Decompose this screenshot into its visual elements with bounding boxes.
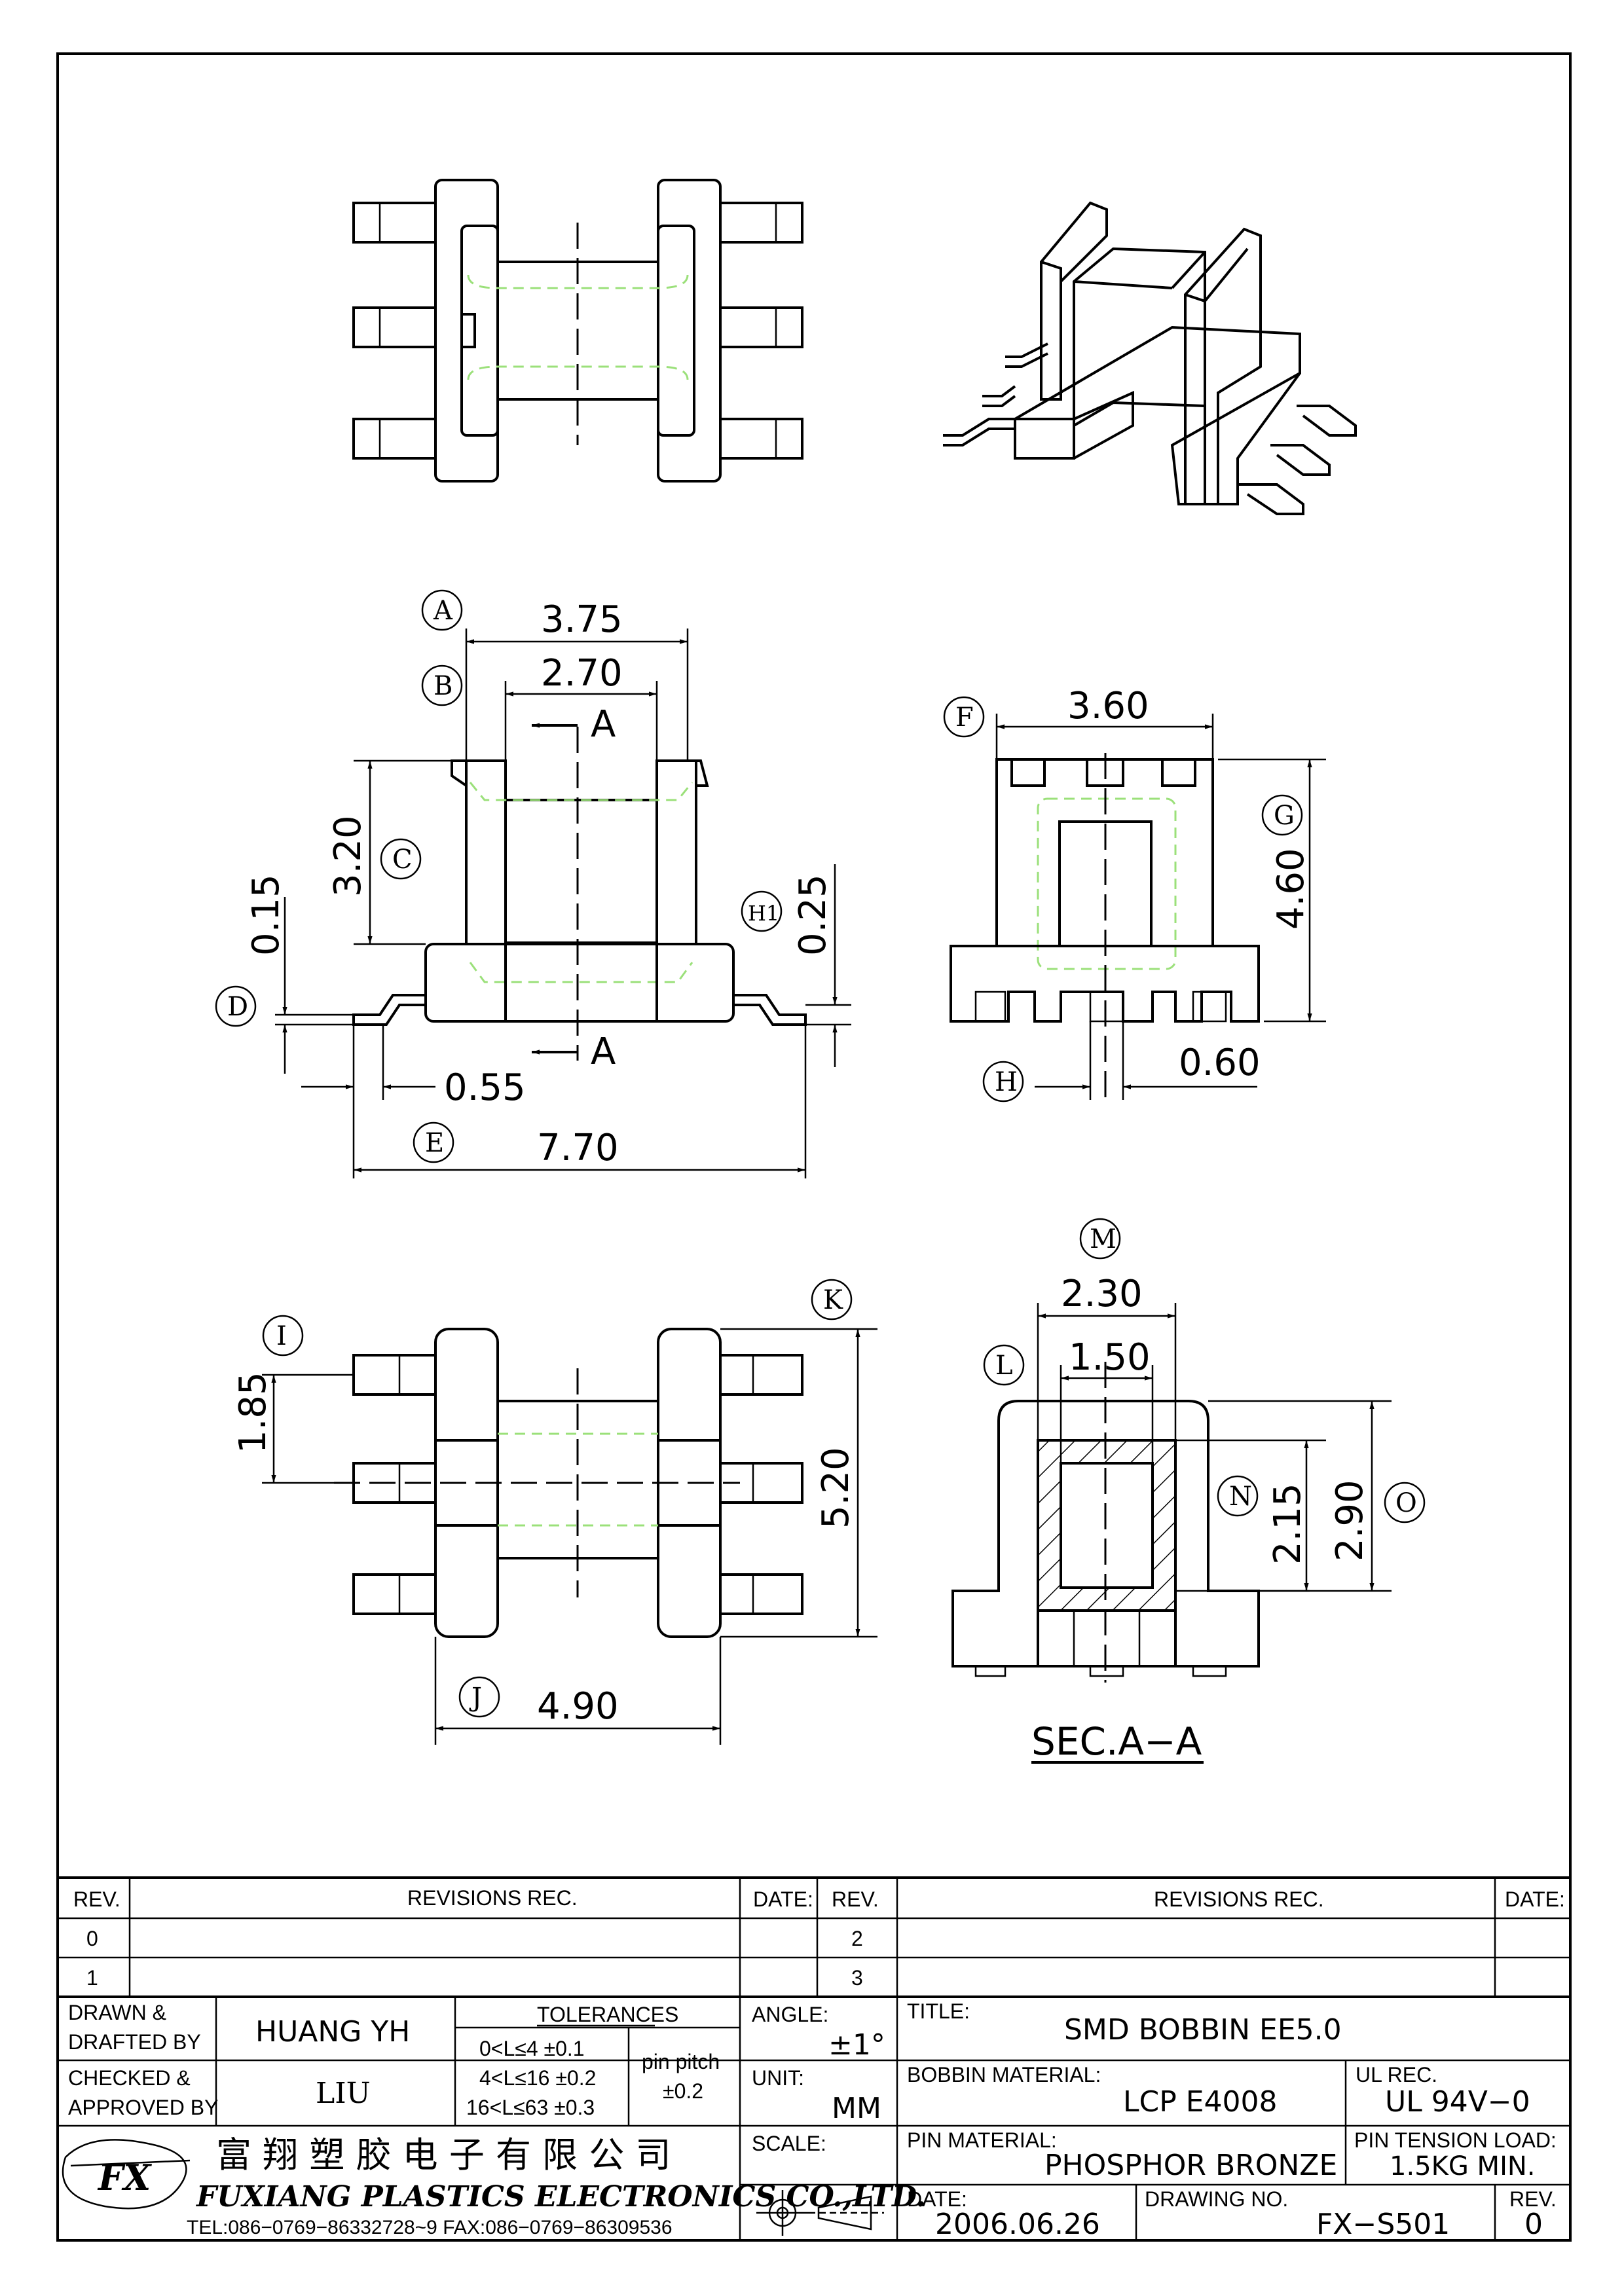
dim-d: 0.15 [245,874,287,956]
bobbin-material-value: LCP E4008 [1123,2085,1278,2119]
dim-f: 3.60 [1067,685,1149,727]
pin-pitch-value: ±0.2 [663,2079,703,2103]
title-label: TITLE: [907,1999,970,2023]
rev-header-left: REV. [73,1887,120,1911]
callout-a: A [433,596,453,626]
company-logo: FX [62,2139,191,2210]
callout-g: G [1274,801,1295,831]
scale-label: SCALE: [752,2132,826,2155]
rev-value: 0 [1524,2208,1543,2241]
callout-b: B [434,671,452,701]
callout-k: K [823,1285,843,1315]
date-header-left: DATE: [753,1887,813,1911]
rev-row-0: 0 [86,1927,98,1950]
tolerance-1: 0<L≤4 ±0.1 [479,2037,585,2060]
dim-n: 2.15 [1266,1483,1309,1565]
dim-l: 1.50 [1069,1336,1151,1379]
dim-c: 3.20 [327,815,369,897]
callout-n: N [1229,1482,1252,1512]
company-name-cn: 富 翔 塑 胶 电 子 有 限 公 司 [216,2134,671,2176]
drawn-label-2: DRAFTED BY [68,2030,201,2054]
date-label: DATE: [907,2187,967,2211]
revisions-header-left: REVISIONS REC. [407,1886,578,1910]
dim-b: 2.70 [541,652,623,695]
side-view: 3.60 F 4.60 G 0.60 H [943,685,1326,1102]
callout-i: I [276,1321,287,1351]
bobbin-material-label: BOBBIN MATERIAL: [907,2063,1101,2086]
isometric-view [943,201,1357,515]
dim-a: 3.75 [541,598,623,641]
drawn-label-1: DRAWN & [68,2001,166,2024]
rev-row-3: 3 [851,1966,863,1990]
projection-symbol [756,2190,884,2236]
pin-tension-label: PIN TENSION LOAD: [1354,2128,1557,2152]
dim-h: 0.60 [1179,1042,1261,1084]
unit-label: UNIT: [752,2066,804,2090]
bottom-view: 1.85 I 5.20 K 4.90 J [232,1279,877,1745]
unit-value: MM [832,2092,881,2125]
dim-g: 4.60 [1270,848,1312,930]
top-view [352,179,803,483]
callout-c: C [392,845,413,875]
title-block: REV. REVISIONS REC. DATE: REV. REVISIONS… [58,1876,1570,2241]
callout-d: D [227,992,248,1022]
callout-j: J [469,1683,482,1713]
dim-o: 2.90 [1329,1480,1371,1561]
callout-h1: H1 [748,901,779,926]
front-view: A A 3.75 A 2.70 B 3.20 C 0.15 D [215,589,851,1178]
title-value: SMD BOBBIN EE5.0 [1064,2013,1342,2047]
angle-value: ±1° [828,2028,885,2062]
ul-rec-label: UL REC. [1356,2063,1437,2086]
drawn-value: HUANG YH [255,2015,410,2049]
company-contact: TEL:086−0769−86332728~9 FAX:086−0769−863… [187,2217,673,2238]
checked-label-2: APPROVED BY [68,2096,218,2119]
pin-tension-value: 1.5KG MIN. [1390,2151,1536,2181]
rev-row-2: 2 [851,1927,863,1950]
dim-e: 7.70 [537,1127,619,1169]
section-marker-bottom: A [591,1030,616,1073]
dim-j: 4.90 [537,1685,619,1728]
callout-l: L [995,1351,1013,1381]
checked-value: LIU [316,2077,371,2110]
dim-h1: 0.25 [792,874,834,956]
callout-h: H [995,1067,1018,1097]
callout-e: E [425,1128,444,1158]
drawing-no-value: FX−S501 [1316,2208,1450,2241]
callout-o: O [1395,1488,1417,1518]
angle-label: ANGLE: [752,2003,828,2026]
tolerance-2: 4<L≤16 ±0.2 [479,2066,596,2090]
svg-text:FX: FX [97,2157,152,2198]
rev-header-right: REV. [832,1887,879,1911]
drawing-no-label: DRAWING NO. [1145,2187,1288,2211]
callout-m: M [1090,1224,1116,1254]
section-view: 2.30 M 1.50 L 2.15 N 2.90 O SEC.A−A [951,1218,1426,1764]
dim-e-small: 0.55 [444,1066,526,1109]
callout-f: F [955,702,974,733]
rev-row-1: 1 [86,1966,98,1990]
company-name-en: FUXIANG PLASTICS ELECTRONICS CO.,LTD. [195,2180,926,2214]
section-label: SEC.A−A [1031,1719,1202,1764]
pin-pitch-label: pin pitch [642,2050,720,2073]
pin-material-value: PHOSPHOR BRONZE [1044,2149,1337,2182]
dim-m: 2.30 [1061,1273,1143,1315]
rev-label: REV. [1509,2187,1557,2211]
revisions-header-right: REVISIONS REC. [1154,1887,1324,1911]
pin-material-label: PIN MATERIAL: [907,2128,1057,2152]
dim-i: 1.85 [232,1372,274,1453]
ul-rec-value: UL 94V−0 [1385,2085,1530,2119]
date-value: 2006.06.26 [935,2208,1100,2241]
tolerances-header: TOLERANCES [537,2003,678,2026]
checked-label-1: CHECKED & [68,2066,191,2090]
sheet-border [56,52,1572,2242]
section-marker-top: A [591,703,616,746]
date-header-right: DATE: [1505,1887,1565,1911]
dim-k: 5.20 [815,1447,857,1529]
tolerance-3: 16<L≤63 ±0.3 [466,2096,595,2119]
